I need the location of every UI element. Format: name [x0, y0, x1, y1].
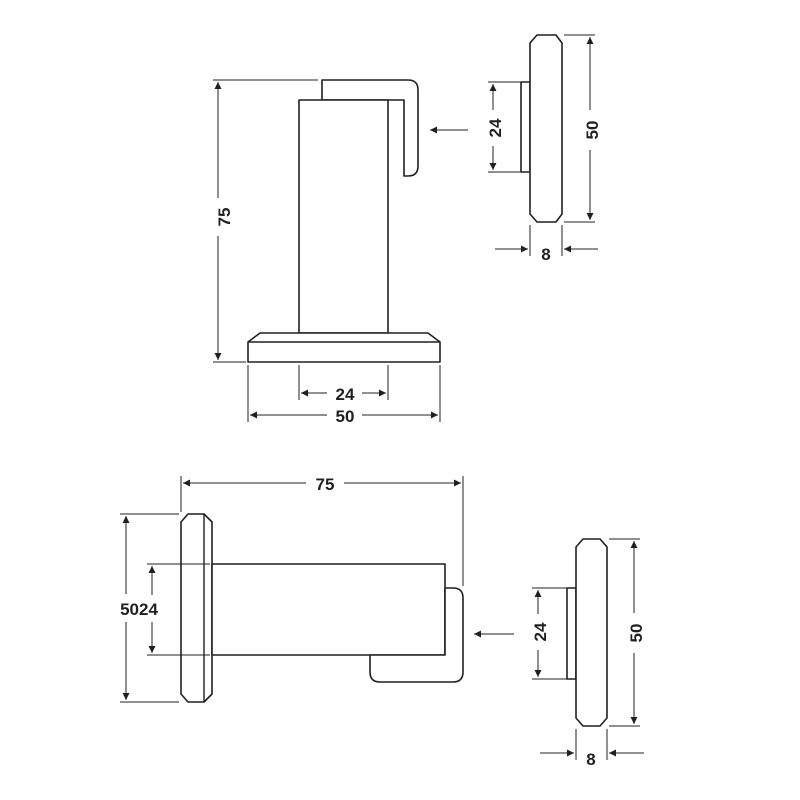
inner-width-label: 24 [336, 385, 355, 404]
buffer-horizontal [369, 587, 464, 683]
top-inner-width-dimension: 24 [298, 365, 389, 404]
top-plate-inner-label: 24 [486, 118, 505, 137]
stem-horizontal [211, 563, 446, 656]
stem [298, 99, 389, 334]
top-outer-width-dimension: 50 [247, 365, 441, 426]
vertical-door-stop [247, 79, 441, 363]
top-height-dimension: 75 [213, 79, 318, 363]
top-plate-view: 24 50 8 [430, 34, 602, 264]
height-label: 75 [215, 208, 234, 227]
bottom-left-dimension: 5024 [120, 513, 210, 703]
length-label: 75 [316, 475, 335, 494]
bottom-plate-outer-label: 50 [627, 624, 646, 643]
top-plate-depth-label: 8 [541, 245, 550, 264]
bottom-plate-inner-label: 24 [531, 622, 550, 641]
bottom-plate-depth-label: 8 [586, 750, 595, 769]
top-plate-outer-label: 50 [583, 121, 602, 140]
horizontal-door-stop [180, 513, 464, 703]
wall-plate [180, 513, 213, 703]
outer-width-label: 50 [336, 407, 355, 426]
bottom-length-dimension: 75 [180, 475, 464, 586]
base-plate [247, 332, 441, 363]
bottom-plate-view: 24 50 8 [474, 538, 646, 769]
left-combined-label: 5024 [120, 600, 158, 619]
